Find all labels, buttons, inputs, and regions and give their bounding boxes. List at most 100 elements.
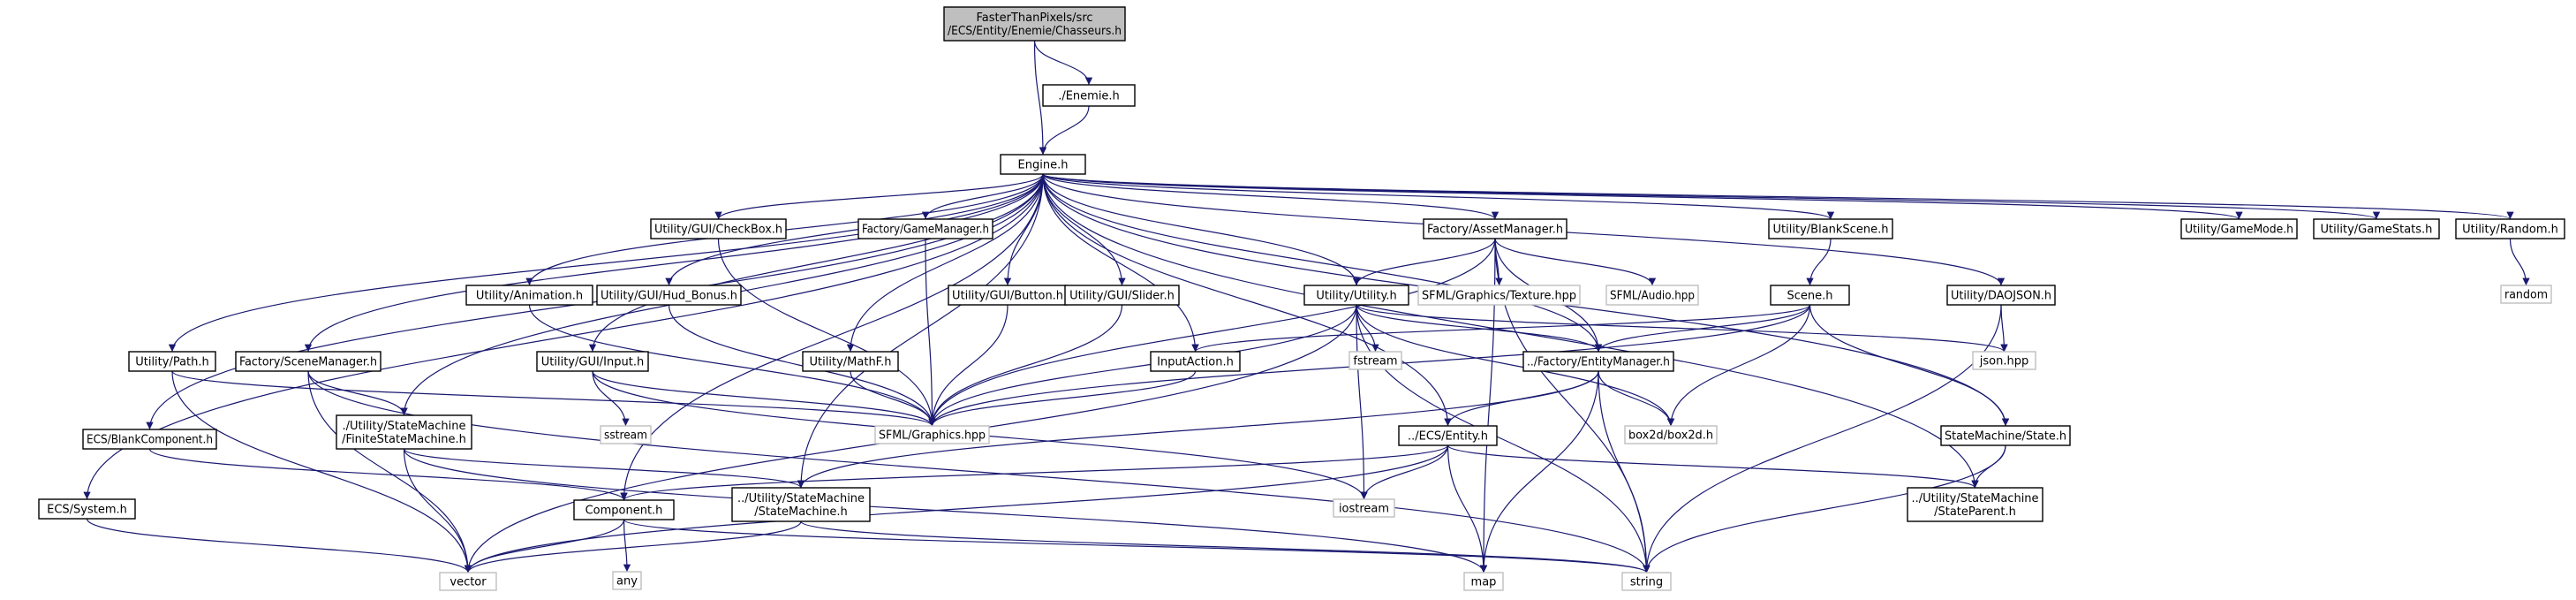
node-engine[interactable]: Engine.h xyxy=(1000,154,1086,175)
node-iostream: iostream xyxy=(1333,498,1395,518)
node-mathf[interactable]: Utility/MathF.h xyxy=(802,351,899,372)
node-label: iostream xyxy=(1339,503,1389,516)
node-label: Utility/GUI/Input.h xyxy=(541,356,644,369)
node-any: any xyxy=(612,571,642,590)
node-enemie[interactable]: ./Enemie.h xyxy=(1042,84,1136,107)
node-label: json.hpp xyxy=(1979,355,2028,368)
node-blankcomponent[interactable]: ECS/BlankComponent.h xyxy=(82,429,217,450)
node-random: random xyxy=(2500,285,2552,304)
node-path[interactable]: Utility/Path.h xyxy=(128,351,216,372)
edge-state-to-string xyxy=(1643,444,2006,573)
node-animation[interactable]: Utility/Animation.h xyxy=(465,285,593,306)
edges-layer xyxy=(83,40,2530,573)
edge-entity-to-vector xyxy=(464,444,1449,573)
node-label: vector xyxy=(449,576,487,589)
node-label: FasterThanPixels/src xyxy=(976,11,1092,25)
node-vector: vector xyxy=(439,572,497,591)
node-box xyxy=(2313,218,2440,239)
edge-engine-to-entity xyxy=(1042,173,1452,427)
edge-ecssystem-to-vector xyxy=(86,518,472,573)
edge-path-to-sfmlgraphics xyxy=(171,370,936,427)
node-label: Utility/GameMode.h xyxy=(2185,224,2293,237)
node-stateparent[interactable]: ../Utility/StateMachine/StateParent.h xyxy=(1907,487,2043,522)
node-box2d: box2d/box2d.h xyxy=(1624,425,1718,444)
edge-scene-to-inputaction xyxy=(1191,304,1811,353)
node-box xyxy=(82,429,217,450)
node-inputaction[interactable]: InputAction.h xyxy=(1150,351,1241,372)
edge-scenemanager-to-string xyxy=(307,370,1651,573)
node-daojson[interactable]: Utility/DAOJSON.h xyxy=(1946,285,2056,306)
node-box xyxy=(439,572,497,591)
node-slider[interactable]: Utility/GUI/Slider.h xyxy=(1064,285,1180,306)
edge-entitymanager-to-box2d xyxy=(1598,370,1675,427)
node-label: Utility/MathF.h xyxy=(810,356,892,369)
node-label: any xyxy=(616,575,638,589)
node-label: sstream xyxy=(604,429,647,443)
edge-button-to-sfmlgraphics xyxy=(928,304,1008,427)
node-label: Utility/Animation.h xyxy=(476,290,583,303)
node-label: ../Utility/StateMachine xyxy=(737,492,865,505)
edge-utility-to-iostream xyxy=(1356,304,1368,500)
node-label: Utility/GUI/Button.h xyxy=(952,290,1063,303)
node-label: /FiniteStateMachine.h xyxy=(342,433,466,446)
node-random_h[interactable]: Utility/Random.h xyxy=(2455,218,2565,239)
node-box xyxy=(2180,218,2298,239)
edge-hudbonus-to-sfmlgraphics xyxy=(668,304,936,427)
edge-scenemanager-to-vector xyxy=(307,370,472,573)
edge-scenemanager-to-fsm xyxy=(307,370,408,416)
edge-entity-to-component xyxy=(620,444,1449,501)
node-label: /ECS/Entity/Enemie/Chasseurs.h xyxy=(948,25,1122,38)
node-label: Utility/DAOJSON.h xyxy=(1951,290,2051,303)
node-gamemode[interactable]: Utility/GameMode.h xyxy=(2180,218,2298,239)
node-blankscene[interactable]: Utility/BlankScene.h xyxy=(1768,218,1893,239)
edge-entitymanager-to-map xyxy=(1479,370,1599,573)
node-component[interactable]: Component.h xyxy=(573,499,675,520)
node-sfmlgraphics: SFML/Graphics.hpp xyxy=(874,425,990,444)
node-box xyxy=(235,351,381,372)
node-state[interactable]: StateMachine/State.h xyxy=(1940,425,2071,446)
node-button[interactable]: Utility/GUI/Button.h xyxy=(948,285,1068,306)
node-ecssystem[interactable]: ECS/System.h xyxy=(38,498,136,520)
node-scenemanager[interactable]: Factory/SceneManager.h xyxy=(235,351,381,372)
edge-fsm-to-map xyxy=(403,448,1488,573)
edge-engine-to-blankcomponent xyxy=(146,173,1044,430)
node-gamestats[interactable]: Utility/GameStats.h xyxy=(2313,218,2440,239)
edge-slider-to-sfmlgraphics xyxy=(928,304,1123,427)
edge-root-to-engine xyxy=(1033,40,1047,156)
node-box xyxy=(802,351,899,372)
node-label: SFML/Audio.hpp xyxy=(1610,290,1695,303)
edge-assetmanager-to-audio xyxy=(1494,238,1657,286)
node-fstream: fstream xyxy=(1348,351,1402,370)
node-gamemanager[interactable]: Factory/GameManager.h xyxy=(857,218,993,239)
node-checkbox[interactable]: Utility/GUI/CheckBox.h xyxy=(650,218,787,239)
node-utility[interactable]: Utility/Utility.h xyxy=(1303,285,1409,306)
node-label: ../Utility/StateMachine xyxy=(1911,492,2038,505)
edge-utility-to-jsonhpp xyxy=(1356,304,2008,353)
node-input[interactable]: Utility/GUI/Input.h xyxy=(536,351,649,372)
node-label: Engine.h xyxy=(1018,159,1069,172)
edge-engine-to-entitymanager xyxy=(1042,173,1603,353)
node-assetmanager[interactable]: Factory/AssetManager.h xyxy=(1423,218,1568,239)
edge-engine-to-gamestats xyxy=(1042,173,2380,220)
node-hudbonus[interactable]: Utility/GUI/Hud_Bonus.h xyxy=(596,285,742,306)
node-scene[interactable]: Scene.h xyxy=(1770,285,1850,306)
edge-engine-to-scenemanager xyxy=(304,173,1044,353)
edge-input-to-sstream xyxy=(592,370,630,427)
node-texture: SFML/Graphics/Texture.hpp xyxy=(1417,285,1581,306)
edge-engine-to-input xyxy=(588,173,1044,353)
node-label: Factory/SceneManager.h xyxy=(239,356,377,369)
node-fsm[interactable]: ./Utility/StateMachine/FiniteStateMachin… xyxy=(336,414,472,450)
node-box xyxy=(1348,351,1402,370)
edge-statemachine-to-string xyxy=(800,520,1651,573)
node-entity[interactable]: ../ECS/Entity.h xyxy=(1398,425,1498,446)
node-root[interactable]: FasterThanPixels/src/ECS/Entity/Enemie/C… xyxy=(943,6,1126,42)
node-statemachine[interactable]: ../Utility/StateMachine/StateMachine.h xyxy=(731,487,871,522)
edge-engine-to-blankscene xyxy=(1042,173,1834,220)
node-label: ./Enemie.h xyxy=(1058,90,1120,103)
node-label: box2d/box2d.h xyxy=(1628,429,1713,443)
node-box xyxy=(1946,285,2056,306)
edge-engine-to-checkbox xyxy=(714,173,1044,220)
node-entitymanager[interactable]: ../Factory/EntityManager.h xyxy=(1522,351,1674,372)
edge-entity-to-iostream xyxy=(1360,444,1449,500)
